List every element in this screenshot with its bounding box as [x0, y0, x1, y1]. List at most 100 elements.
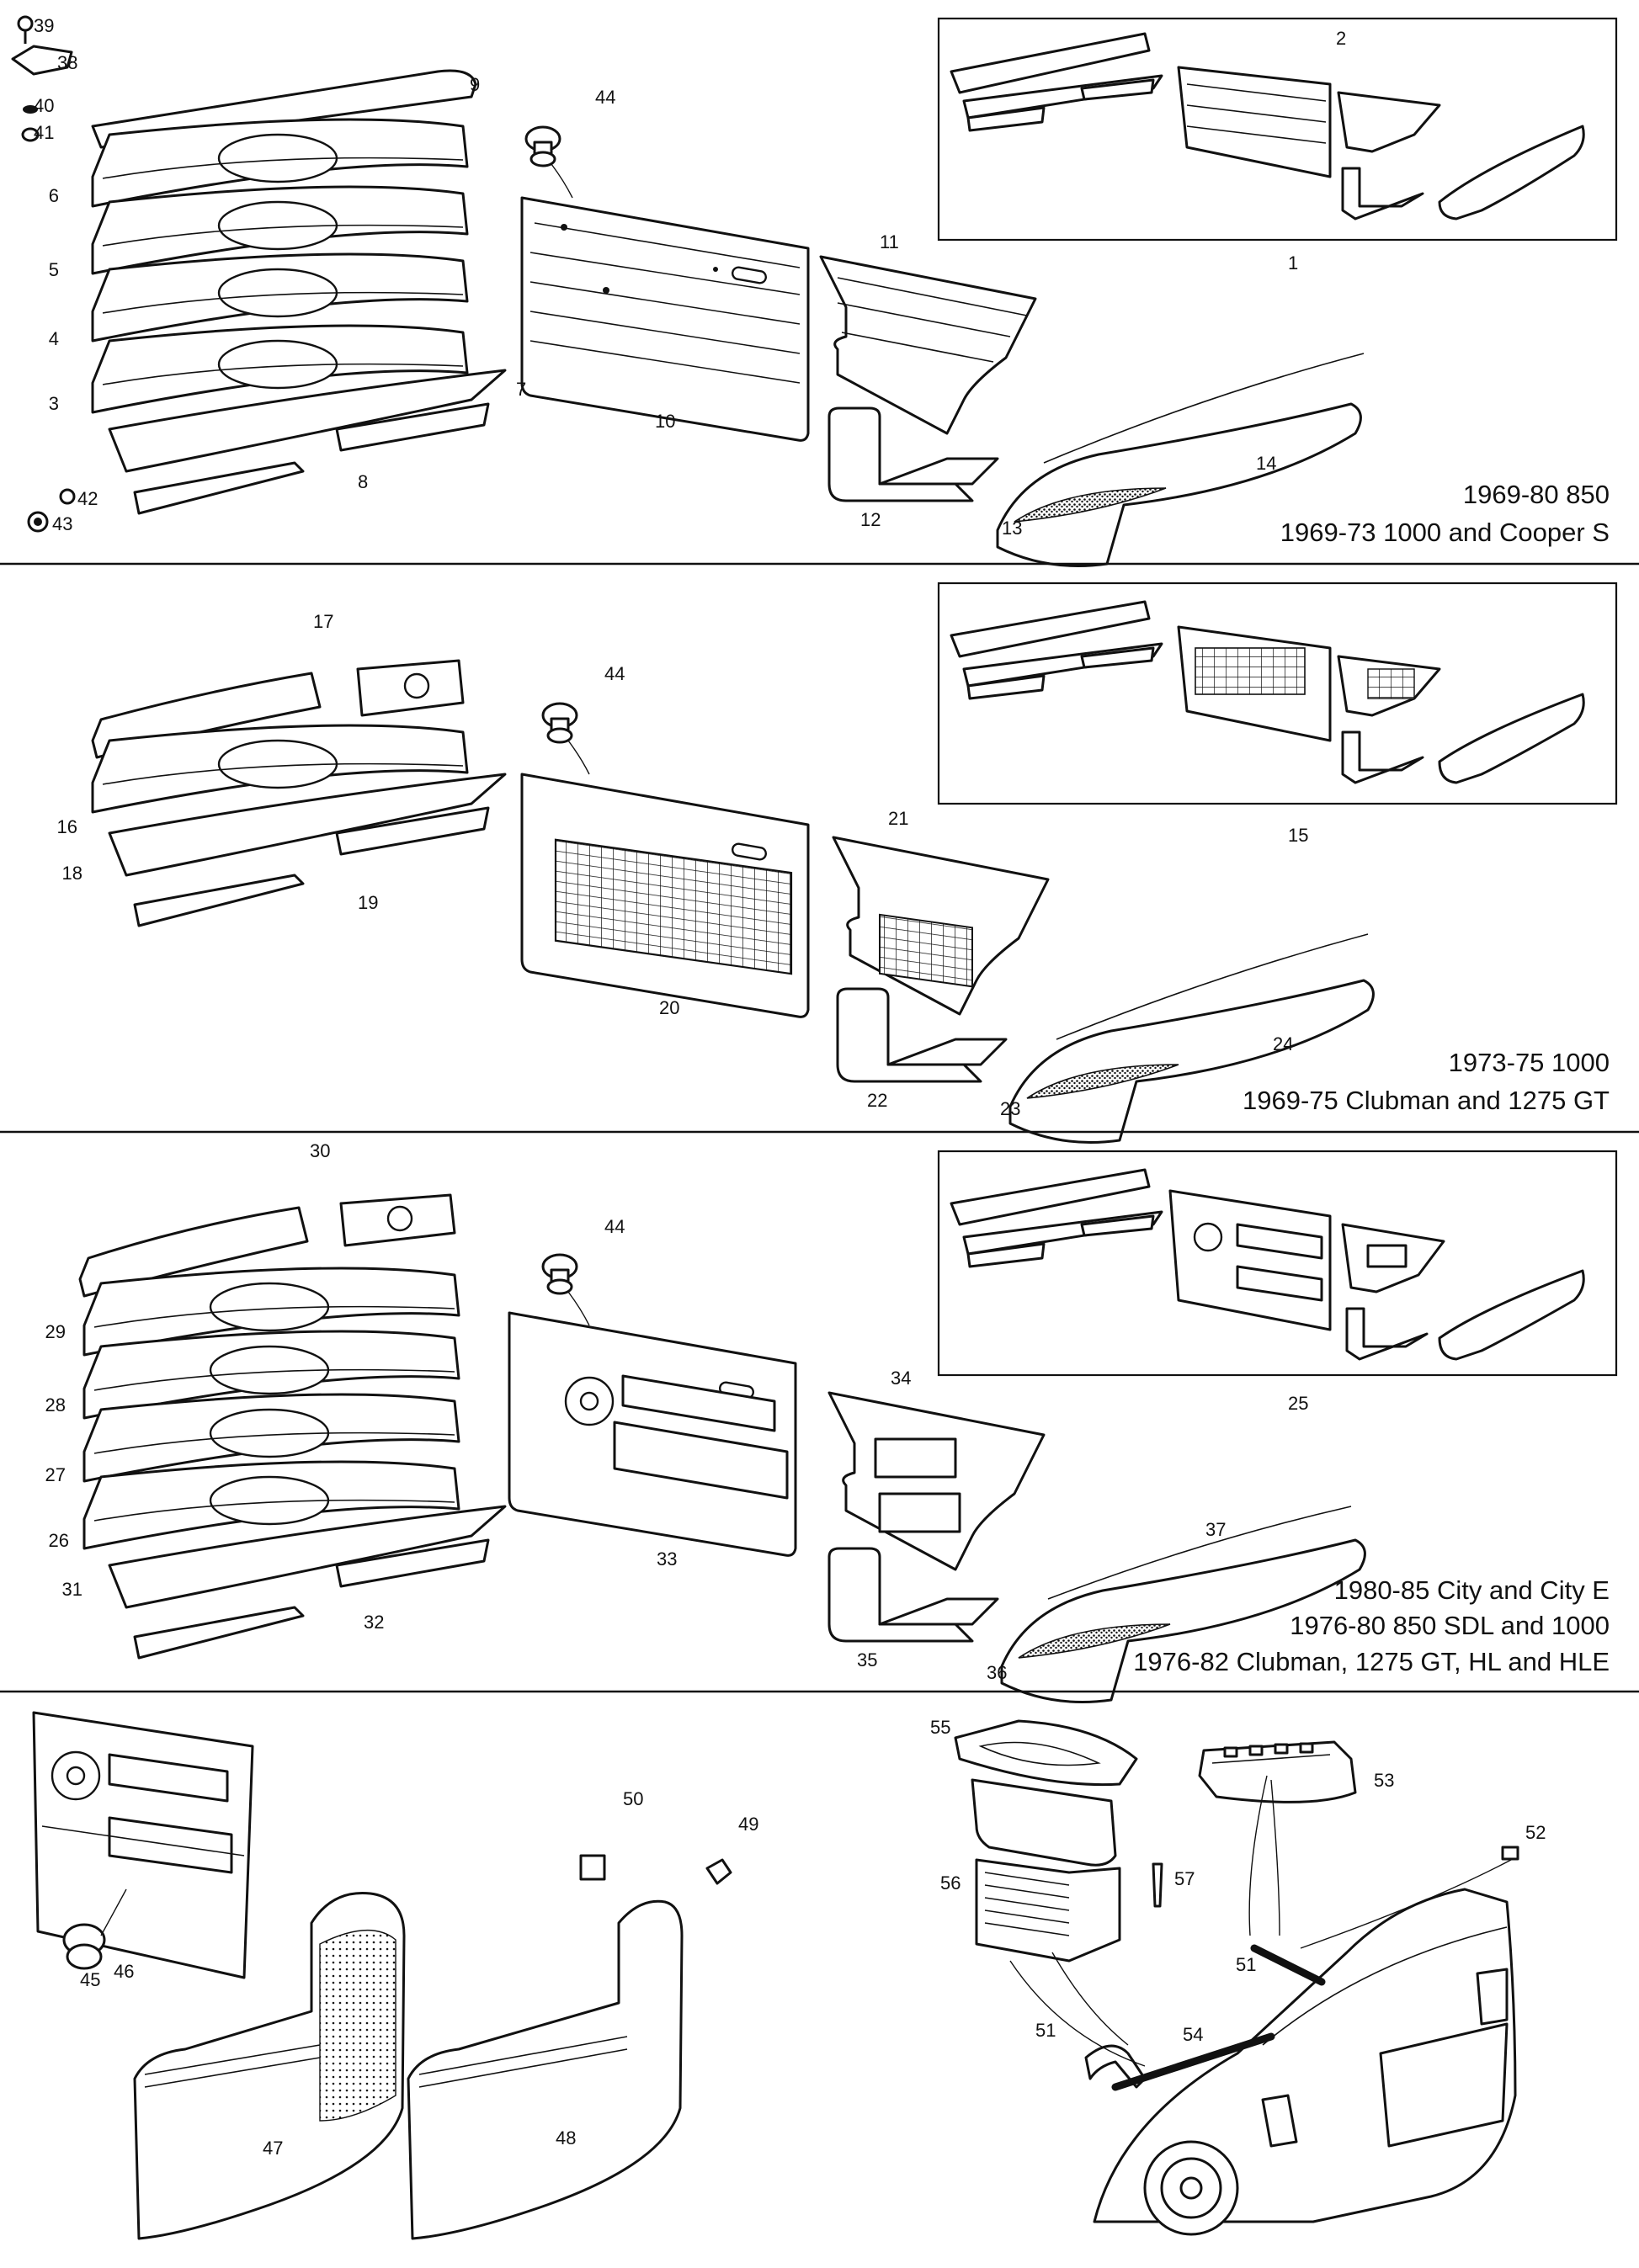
armrest-bracket-part-22 — [836, 987, 1008, 1083]
section-3 — [78, 1150, 1618, 1703]
callout-4: 4 — [49, 328, 59, 349]
callout-36: 36 — [987, 1662, 1007, 1683]
bin-trim-part-14 — [1043, 353, 1365, 464]
door-card-part-33 — [508, 1311, 797, 1557]
callout-43: 43 — [52, 513, 72, 534]
liner-part-7 — [108, 369, 507, 473]
callout-51: 51 — [1236, 1954, 1256, 1975]
callout-30: 30 — [310, 1140, 330, 1161]
pad-part-8a — [335, 402, 490, 452]
section-4 — [32, 1711, 1519, 2240]
door-card-part-46 — [32, 1711, 254, 1979]
callout-22: 22 — [867, 1090, 887, 1111]
screw-part-42 — [59, 488, 76, 505]
callout-6: 6 — [49, 185, 59, 206]
caption-section-1: 1969-80 850 1969-73 1000 and Cooper S — [1280, 480, 1610, 547]
callout-39: 39 — [34, 15, 54, 36]
door-pocket-part-48 — [407, 1899, 684, 2240]
tray-part-55b — [971, 1778, 1117, 1867]
quarter-card-part-34 — [827, 1391, 1046, 1571]
callout-48: 48 — [556, 2127, 576, 2148]
clip-part-44-s3 — [541, 1253, 578, 1295]
clip-part-44 — [524, 125, 561, 167]
quarter-card-part-11 — [819, 255, 1037, 435]
callout-8: 8 — [358, 471, 368, 492]
callout-12: 12 — [860, 509, 881, 530]
callout-35: 35 — [857, 1649, 877, 1670]
callout-24: 24 — [1273, 1033, 1293, 1054]
callout-14: 14 — [1256, 453, 1276, 474]
liner-part-18 — [108, 773, 507, 877]
washer-part-40 — [23, 105, 38, 114]
callout-55: 55 — [930, 1717, 950, 1738]
callout-9: 9 — [470, 74, 480, 95]
car-rear — [1084, 1888, 1517, 2236]
callout-37: 37 — [1205, 1519, 1226, 1540]
nut-part-50 — [579, 1854, 606, 1881]
inset-box-3 — [937, 1150, 1618, 1377]
callout-3: 3 — [49, 393, 59, 414]
callout-44: 44 — [604, 1216, 625, 1237]
pad-part-19a — [335, 806, 490, 856]
clip-part-45 — [62, 1923, 106, 1970]
callout-29: 29 — [45, 1321, 66, 1342]
clip-part-52 — [1501, 1846, 1519, 1861]
callout-16: 16 — [57, 816, 77, 837]
caption-line: 1976-80 850 SDL and 1000 — [1290, 1611, 1610, 1640]
bin-trim-part-37 — [1047, 1506, 1352, 1600]
pad-part-8b — [133, 461, 305, 515]
callout-20: 20 — [659, 997, 679, 1018]
caption-section-2: 1973-75 1000 1969-75 Clubman and 1275 GT — [1243, 1048, 1610, 1115]
callout-32: 32 — [364, 1612, 384, 1633]
callout-1: 1 — [1288, 252, 1298, 274]
door-card-part-20 — [520, 773, 810, 1018]
callout-49: 49 — [738, 1814, 758, 1835]
callout-23: 23 — [1000, 1098, 1020, 1119]
door-pocket-part-47 — [133, 1891, 406, 2240]
callout-19: 19 — [358, 892, 378, 913]
callout-33: 33 — [657, 1548, 677, 1570]
caption-section-3: 1980-85 City and City E 1976-80 850 SDL … — [1133, 1575, 1610, 1676]
armrest-bracket-part-35 — [827, 1547, 999, 1643]
callout-46: 46 — [114, 1961, 134, 1982]
callout-45: 45 — [80, 1969, 100, 1990]
bracket-part-38 — [11, 45, 73, 76]
callout-42: 42 — [77, 488, 98, 509]
callout-38: 38 — [57, 52, 77, 73]
armrest-bracket-part-12 — [827, 406, 999, 502]
callout-57: 57 — [1174, 1868, 1195, 1889]
caption-line: 1976-82 Clubman, 1275 GT, HL and HLE — [1133, 1647, 1610, 1676]
console-part-53 — [1198, 1740, 1357, 1803]
pad-part-32b — [133, 1606, 305, 1660]
box-part-56 — [975, 1858, 1121, 1963]
callout-17: 17 — [313, 611, 333, 632]
callout-34: 34 — [891, 1368, 911, 1389]
callout-31: 31 — [62, 1579, 82, 1600]
lid-part-55 — [954, 1719, 1138, 1787]
callout-25: 25 — [1288, 1393, 1308, 1414]
callout-15: 15 — [1288, 825, 1308, 846]
callout-40: 40 — [34, 95, 54, 116]
section-2 — [91, 582, 1618, 1144]
callout-11: 11 — [880, 231, 899, 252]
liner-part-31 — [108, 1505, 507, 1609]
callout-47: 47 — [263, 2138, 283, 2159]
callout-7: 7 — [516, 379, 526, 400]
callout-10: 10 — [655, 411, 675, 432]
callout-26: 26 — [49, 1530, 69, 1551]
callout-41: 41 — [34, 122, 54, 143]
callout-50: 50 — [623, 1788, 643, 1809]
callout-27: 27 — [45, 1464, 66, 1485]
callout-13: 13 — [1002, 518, 1022, 539]
caption-line: 1973-75 1000 — [1449, 1048, 1610, 1077]
nut-part-41 — [21, 127, 40, 142]
callout-5: 5 — [49, 259, 59, 280]
door-card-part-10 — [520, 196, 810, 442]
inset-box-2 — [937, 582, 1618, 805]
callout-52: 52 — [1525, 1822, 1546, 1843]
quarter-card-part-21 — [832, 836, 1050, 1016]
callout-54: 54 — [1183, 2024, 1203, 2045]
caption-line: 1969-73 1000 and Cooper S — [1280, 518, 1610, 547]
